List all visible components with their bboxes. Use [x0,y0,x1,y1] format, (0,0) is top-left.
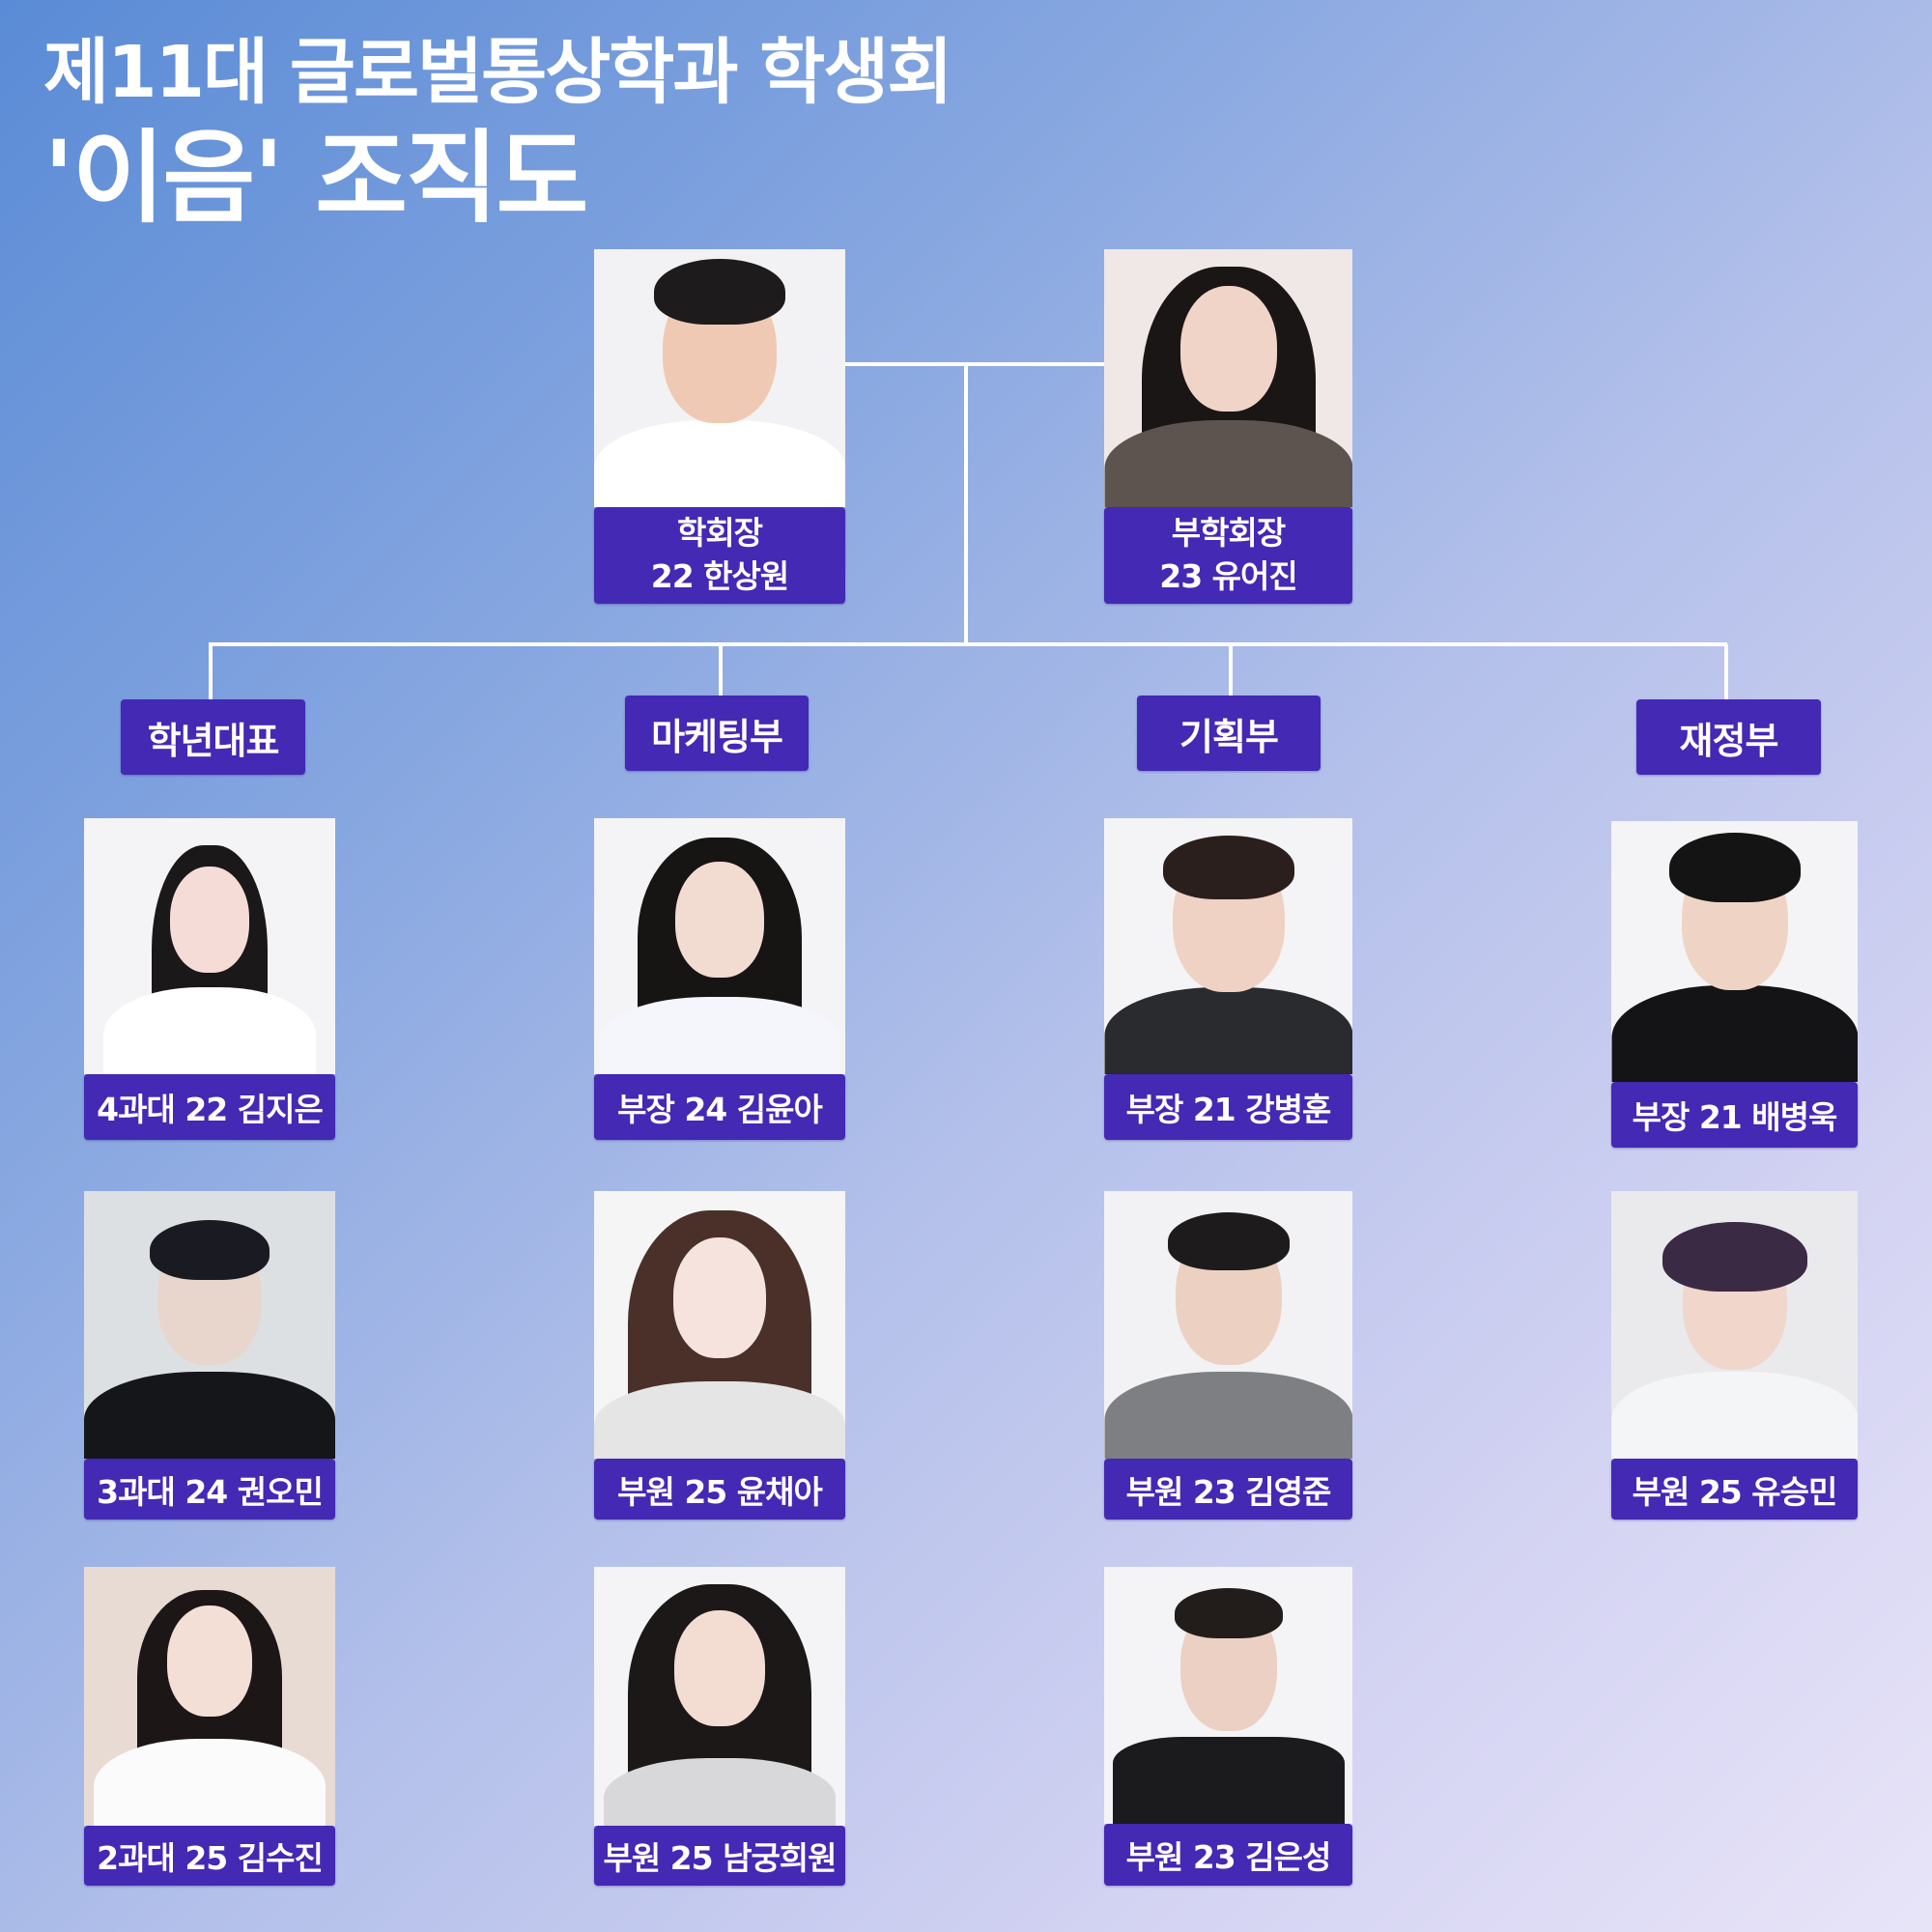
dept-header-planning: 기획부 [1137,696,1321,771]
leader-label: 부학회장 23 유어진 [1104,507,1352,604]
leader-card-president: 학회장 22 한상원 [594,249,845,604]
member-label: 부원 23 김영준 [1104,1459,1352,1520]
profile-photo [1104,818,1352,1074]
member-label: 부원 25 남궁희원 [594,1826,845,1886]
connector-trunk [964,364,968,644]
profile-photo [84,1567,335,1826]
page-title: 제11대 글로벌통상학과 학생회 [43,31,952,114]
member-card: 3과대 24 권오민 [84,1191,335,1520]
profile-photo [1104,1191,1352,1459]
profile-photo [84,1191,335,1459]
member-label: 4과대 22 김지은 [84,1074,335,1140]
member-label: 부원 25 유승민 [1611,1459,1858,1520]
member-label: 부장 21 배병욱 [1611,1082,1858,1148]
connector-dept-1 [209,644,213,699]
member-label: 부장 24 김윤아 [594,1074,845,1140]
profile-photo [594,818,845,1074]
member-card: 부원 25 남궁희원 [594,1567,845,1886]
leader-name: 22 한상원 [650,557,789,595]
connector-dept-2 [719,644,723,696]
dept-header-grade-reps: 학년대표 [121,699,305,775]
dept-header-marketing: 마케팅부 [625,696,809,771]
connector-dept-4 [1724,644,1728,699]
member-card: 4과대 22 김지은 [84,818,335,1140]
profile-photo [84,818,335,1074]
member-label: 2과대 25 김수진 [84,1826,335,1886]
profile-photo [1104,1567,1352,1824]
leader-role: 학회장 [676,514,763,553]
page-subtitle: '이음' 조직도 [43,119,588,237]
connector-leaders [845,362,1104,366]
leader-name: 23 유어진 [1159,557,1297,595]
member-card: 부장 21 배병욱 [1611,821,1858,1148]
profile-photo [594,1191,845,1459]
member-card: 부원 25 윤채아 [594,1191,845,1520]
leader-card-vice-president: 부학회장 23 유어진 [1104,249,1352,604]
connector-branch [209,642,1727,646]
leader-role: 부학회장 [1171,514,1286,553]
leader-label: 학회장 22 한상원 [594,507,845,604]
profile-photo [1611,1191,1858,1459]
member-card: 부원 23 김은성 [1104,1567,1352,1886]
member-card: 부장 24 김윤아 [594,818,845,1140]
member-label: 3과대 24 권오민 [84,1459,335,1520]
connector-dept-3 [1229,644,1233,696]
dept-header-finance: 재정부 [1636,699,1821,775]
profile-photo [1104,249,1352,507]
profile-photo [1611,821,1858,1082]
profile-photo [594,249,845,507]
member-label: 부원 25 윤채아 [594,1459,845,1520]
member-card: 부원 23 김영준 [1104,1191,1352,1520]
member-label: 부원 23 김은성 [1104,1824,1352,1886]
member-card: 부장 21 강병훈 [1104,818,1352,1140]
member-card: 2과대 25 김수진 [84,1567,335,1886]
profile-photo [594,1567,845,1826]
member-card: 부원 25 유승민 [1611,1191,1858,1520]
member-label: 부장 21 강병훈 [1104,1074,1352,1140]
